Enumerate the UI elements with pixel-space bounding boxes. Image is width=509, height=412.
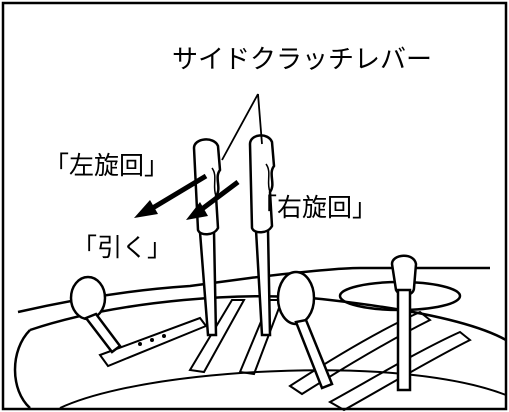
console-left-edge xyxy=(13,329,31,409)
pull-label: 「引く」 xyxy=(72,233,172,262)
side-clutch-lever-right xyxy=(248,134,276,337)
right-turn-label: 「右旋回」 xyxy=(252,193,377,222)
front-right-lever xyxy=(276,270,334,390)
side-clutch-lever-label: サイドクラッチレバー xyxy=(172,45,432,75)
left-lever-slot xyxy=(98,316,208,368)
console-top-surface xyxy=(29,295,507,342)
side-clutch-lever-left xyxy=(192,138,222,337)
pull-arrow-right xyxy=(186,180,240,220)
tall-right-lever xyxy=(390,254,418,392)
throttle-slot-1 xyxy=(288,310,432,396)
console-rim xyxy=(17,266,490,314)
left-turn-label: 「左旋回」 xyxy=(44,151,169,180)
pull-arrow-left xyxy=(134,173,208,218)
left-small-lever xyxy=(69,275,122,354)
throttle-slot-2 xyxy=(327,330,472,412)
label-leader-lines xyxy=(221,93,263,161)
clutch-slot-left xyxy=(188,299,246,374)
console-front-edge xyxy=(59,369,507,409)
